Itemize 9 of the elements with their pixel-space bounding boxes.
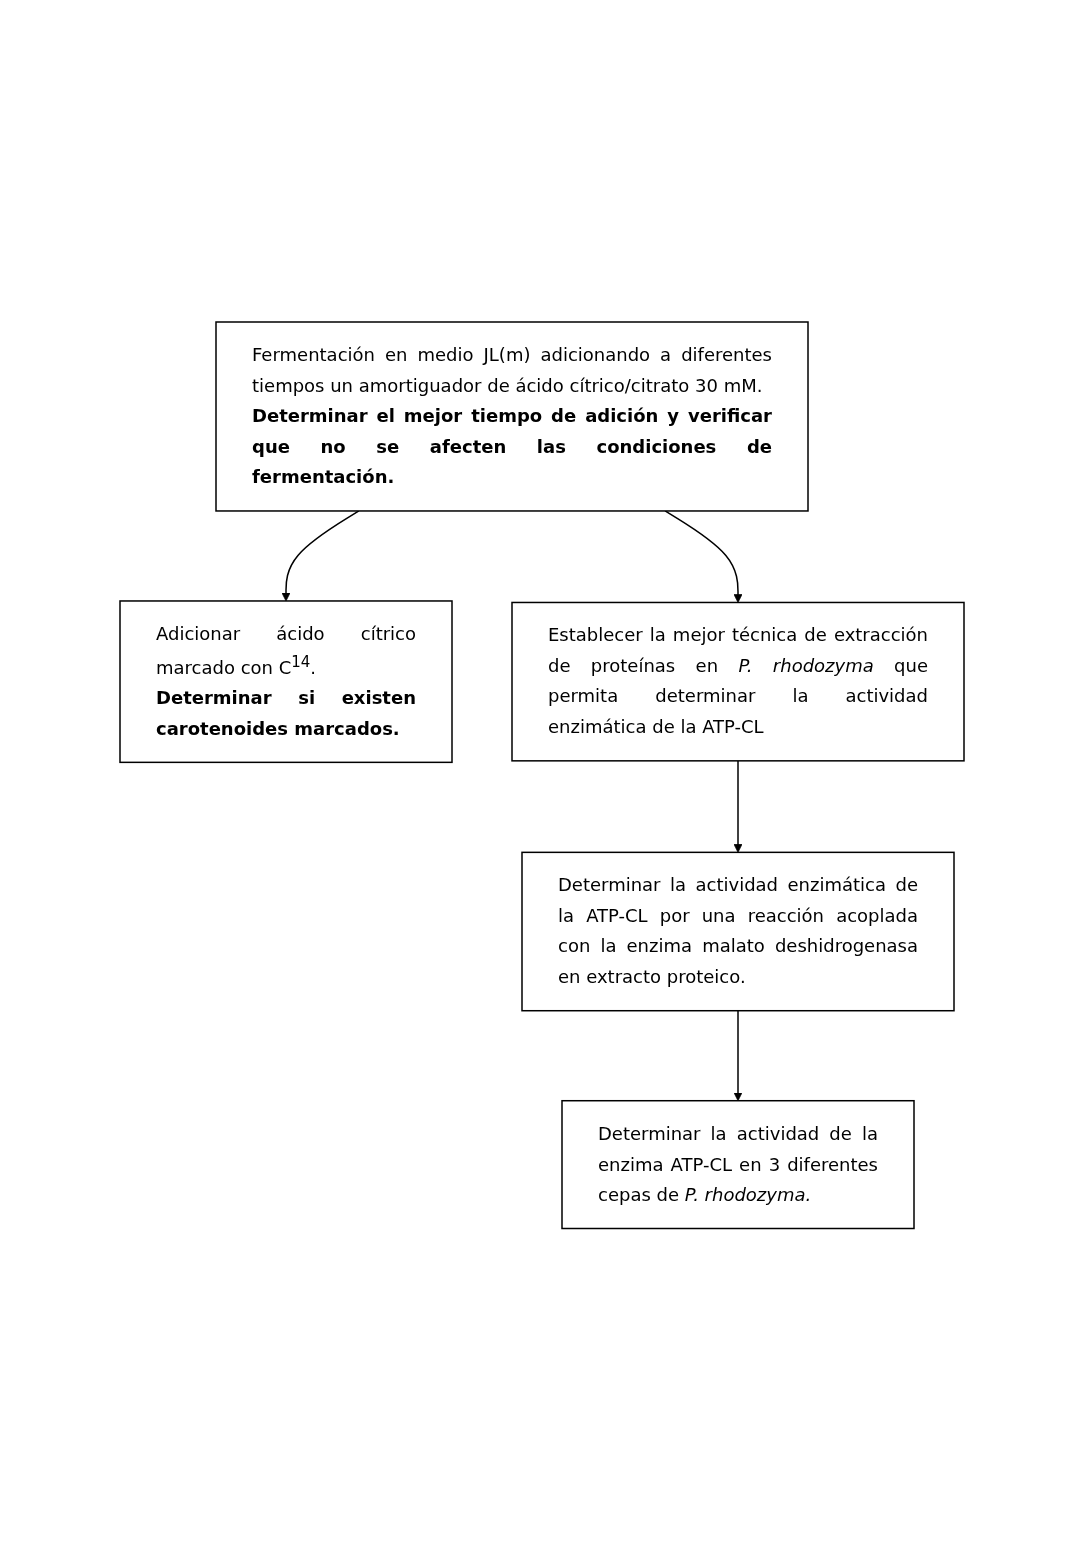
arrow	[733, 759, 742, 853]
node-box: Determinar la actividad de la enzima ATP-CL en 3 diferentes cepas de P. rhodozyma.	[560, 1099, 915, 1229]
node-box: Adicionar ácido cítrico marcado con C$^{14}$. Determinar si existen carotenoides marcados.	[118, 599, 453, 763]
arrow	[663, 509, 742, 603]
arrow	[281, 509, 360, 602]
arrow	[733, 1009, 742, 1101]
node-box: Establecer la mejor técnica de extracción de proteínas en P. rhodozyma que permita determinar la actividad enzimática de la ATP-CL	[510, 601, 965, 762]
node-box: Determinar la actividad enzimática de la ATP-CL por una reacción acoplada con la enzima malato deshidrogenasa en extracto proteico.	[520, 851, 955, 1012]
node-box: Fermentación en medio JL(m) adicionando a diferentes tiempos un amortiguador de ácido cítrico/citrato 30 mM. Determinar el mejor tiempo de adición y verificar que no se afecten las condiciones de fermentación.	[214, 321, 809, 512]
